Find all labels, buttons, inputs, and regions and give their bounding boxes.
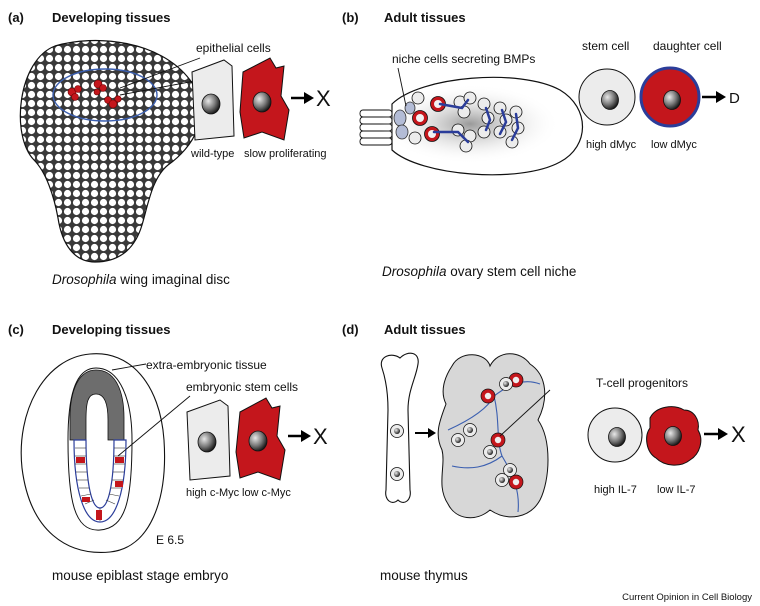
t-cell-progenitors-label: T-cell progenitors [596, 376, 688, 390]
embryonic-stem-cells-label: embryonic stem cells [186, 380, 298, 394]
callout-line [119, 57, 201, 89]
wild-type-label: wild-type [190, 148, 234, 160]
panel-d-caption: mouse thymus [380, 568, 468, 583]
germline-stem-cells [412, 96, 446, 142]
callout-line [119, 79, 201, 96]
panel-c-label: (c) [8, 322, 24, 337]
journal-credit: Current Opinion in Cell Biology [622, 592, 752, 603]
elimination-x: X [313, 424, 328, 449]
extra-embryonic-tissue [69, 369, 125, 441]
nucleus [601, 90, 619, 110]
nucleus [663, 90, 681, 110]
panel-d-label: (d) [342, 322, 359, 337]
nucleus [248, 430, 268, 452]
low-il7-label: low IL-7 [657, 484, 696, 496]
panel-d-title: Adult tissues [384, 322, 466, 337]
panel-b-title: Adult tissues [384, 10, 466, 25]
stage-label: E 6.5 [156, 533, 184, 547]
elimination-x: X [316, 86, 331, 111]
nucleus [201, 93, 221, 115]
stem-cell-title: stem cell [582, 39, 629, 53]
daughter-cell-title: daughter cell [653, 39, 722, 53]
panel-b: (b) Adult tissues niche cells secreting … [342, 10, 740, 279]
red-clone-cells [67, 79, 122, 109]
high-il7-label: high IL-7 [594, 484, 637, 496]
panel-a-label: (a) [8, 10, 24, 25]
low-cmyc-label: low c-Myc [242, 487, 291, 499]
panel-a: (a) Developing tissues epithelial cells … [8, 10, 331, 287]
panel-c: (c) Developing tissues extra-embryonic [8, 322, 328, 583]
callout-line [397, 67, 407, 107]
low-dmyc-label: low dMyc [651, 139, 697, 151]
nucleus [252, 91, 272, 113]
epithelial-cells-label: epithelial cells [196, 41, 271, 55]
bone-marrow-progenitors [390, 424, 404, 481]
arrow-head [301, 430, 311, 442]
high-dmyc-label: high dMyc [586, 139, 637, 151]
arrow-head [718, 428, 728, 440]
extra-embryonic-label: extra-embryonic tissue [146, 358, 267, 372]
wing-pouch-outline [52, 68, 158, 122]
wing-disc [19, 39, 202, 263]
arrow-head [304, 92, 314, 104]
callout-line [111, 363, 147, 371]
nucleus [608, 427, 626, 447]
arrow-head [428, 428, 436, 438]
niche-cells-label: niche cells secreting BMPs [392, 52, 535, 66]
arrow-head [716, 91, 726, 103]
panel-b-label: (b) [342, 10, 359, 25]
high-cmyc-label: high c-Myc [186, 487, 240, 499]
panel-b-caption: Drosophila ovary stem cell niche [382, 264, 576, 279]
nucleus [664, 426, 682, 446]
elimination-x: X [731, 422, 746, 447]
slow-proliferating-label: slow proliferating [244, 148, 327, 160]
red-epiblast-cells [76, 457, 124, 520]
nucleus [197, 431, 217, 453]
thymocytes [451, 372, 524, 490]
differentiation-d: D [729, 90, 740, 107]
fusome [432, 98, 520, 144]
callout-line [499, 389, 551, 437]
panel-a-title: Developing tissues [52, 10, 170, 25]
panel-a-caption: Drosophila wing imaginal disc [52, 272, 230, 287]
panel-c-caption: mouse epiblast stage embryo [52, 568, 228, 583]
panel-d: (d) Adult tissues T-cell progen [342, 322, 746, 583]
niche-cells [393, 101, 416, 140]
panel-c-title: Developing tissues [52, 322, 170, 337]
callout-line [117, 395, 191, 457]
